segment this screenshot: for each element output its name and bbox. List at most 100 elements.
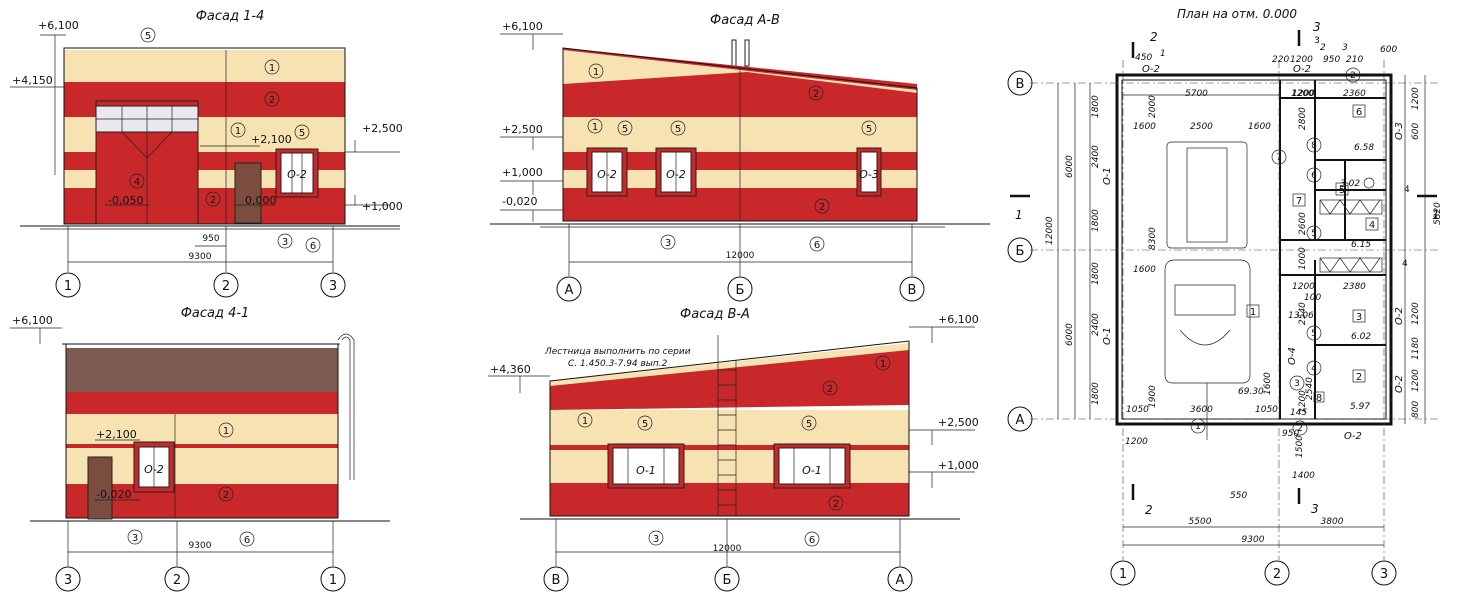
windows: О-2 О-2 О-3 [586,147,882,197]
svg-text:2: 2 [813,89,819,100]
svg-text:О-1: О-1 [636,464,656,477]
svg-text:+2,100: +2,100 [96,428,137,441]
svg-text:2540: 2540 [1298,302,1308,325]
svg-text:800: 800 [1411,401,1421,418]
svg-text:1: 1 [1160,49,1166,59]
svg-text:220: 220 [1272,55,1289,65]
svg-text:1600: 1600 [1263,372,1273,395]
svg-text:5820: 5820 [1433,202,1443,225]
facade-a-v: Фасад А-В О-2 О-2 О-3 [490,13,990,302]
svg-text:1000: 1000 [1298,247,1308,270]
svg-text:12000: 12000 [713,544,742,554]
svg-text:1: 1 [880,359,886,370]
svg-text:12000: 12000 [726,251,755,261]
svg-text:1: 1 [269,63,275,74]
svg-text:2: 2 [1273,567,1281,582]
svg-text:3.02: 3.02 [1340,179,1360,189]
svg-text:4: 4 [134,177,140,188]
svg-text:1: 1 [1015,208,1023,222]
svg-text:9300: 9300 [189,541,212,551]
svg-text:3: 3 [329,279,337,294]
svg-text:145: 145 [1290,408,1307,418]
svg-text:950: 950 [1323,55,1340,65]
svg-text:О-2: О-2 [1142,64,1160,75]
svg-text:О-2: О-2 [1293,64,1311,75]
svg-text:3: 3 [653,534,659,545]
svg-text:3600: 3600 [1190,405,1213,415]
plan-axes-left: В Б А [1007,70,1033,432]
svg-text:1200: 1200 [1411,302,1421,325]
svg-text:О-3: О-3 [859,168,879,181]
svg-text:5: 5 [806,419,812,430]
svg-text:1200: 1200 [1411,87,1421,110]
svg-text:5: 5 [1311,329,1317,339]
svg-text:Фасад А-В: Фасад А-В [710,13,780,28]
svg-text:1200: 1200 [1292,282,1315,292]
svg-text:1800: 1800 [1091,95,1101,118]
svg-text:3800: 3800 [1321,517,1344,527]
vehicle-outline [1164,141,1251,440]
svg-text:2: 2 [833,499,839,510]
svg-text:600: 600 [1380,45,1397,55]
svg-text:2: 2 [1320,43,1326,53]
axis-bubbles: 1 2 3 [55,272,346,298]
svg-text:2600: 2600 [1298,212,1308,235]
svg-text:+4,150: +4,150 [12,74,53,87]
svg-text:5: 5 [675,124,681,135]
svg-text:2400: 2400 [1091,145,1101,168]
svg-text:8: 8 [1316,393,1322,404]
svg-text:О-2: О-2 [287,168,307,181]
svg-text:+6,100: +6,100 [502,20,543,33]
svg-text:5: 5 [622,124,628,135]
svg-text:1200: 1200 [1290,55,1313,65]
windows: О-1 О-1 [607,443,851,489]
svg-text:План на отм. 0.000: План на отм. 0.000 [1177,7,1297,21]
svg-text:2: 2 [1297,424,1303,434]
svg-text:1: 1 [582,416,588,427]
svg-text:В: В [552,573,561,588]
svg-text:1800: 1800 [1091,382,1101,405]
svg-text:5500: 5500 [1189,517,1212,527]
svg-text:5700: 5700 [1185,89,1208,99]
svg-text:3: 3 [1313,20,1321,34]
svg-text:5: 5 [866,124,872,135]
svg-text:Б: Б [723,573,732,588]
svg-text:О-1: О-1 [1102,167,1113,185]
svg-text:2: 2 [173,573,181,588]
svg-text:О-2: О-2 [597,168,617,181]
svg-text:8300: 8300 [1148,227,1158,250]
svg-text:6: 6 [1356,107,1362,118]
svg-text:О-4: О-4 [1287,347,1298,365]
callout-markers: 1 2 1 5 5 2 3 6 [577,355,891,547]
svg-text:+6,100: +6,100 [938,313,979,326]
svg-text:О-2: О-2 [1394,375,1405,393]
svg-text:100: 100 [1304,293,1321,303]
svg-text:12000: 12000 [1045,216,1055,245]
svg-text:В: В [1016,77,1025,92]
svg-text:1600: 1600 [1133,122,1156,132]
svg-text:С. 1.450.3-7.94 вып.2: С. 1.450.3-7.94 вып.2 [568,359,668,369]
svg-text:Б: Б [1016,244,1025,259]
svg-text:6000: 6000 [1065,323,1075,346]
ladder [717,335,737,516]
svg-text:8: 8 [1311,141,1317,151]
svg-text:2000: 2000 [1148,95,1158,118]
svg-text:4: 4 [1369,220,1375,231]
svg-text:+4,360: +4,360 [490,363,531,376]
svg-text:3: 3 [64,573,72,588]
facade-title: Фасад 1-4 [196,9,265,24]
svg-text:5: 5 [1339,185,1345,196]
svg-text:+1,000: +1,000 [362,200,403,213]
svg-text:950: 950 [202,234,219,244]
svg-text:3: 3 [1294,379,1300,389]
svg-text:2: 2 [827,384,833,395]
svg-text:1180: 1180 [1411,337,1421,360]
svg-text:2380: 2380 [1343,282,1366,292]
svg-text:1200: 1200 [1292,89,1315,99]
svg-text:3: 3 [1342,43,1348,53]
room-markers: 7 8 6 5 5 3 4 2 4 4 [1271,67,1410,391]
svg-text:+2,500: +2,500 [502,123,543,136]
facade-4-1: Фасад 4-1 О-2 +6,100 +2,100 -0,020 1 2 3… [10,306,390,592]
svg-text:2: 2 [1150,30,1158,44]
